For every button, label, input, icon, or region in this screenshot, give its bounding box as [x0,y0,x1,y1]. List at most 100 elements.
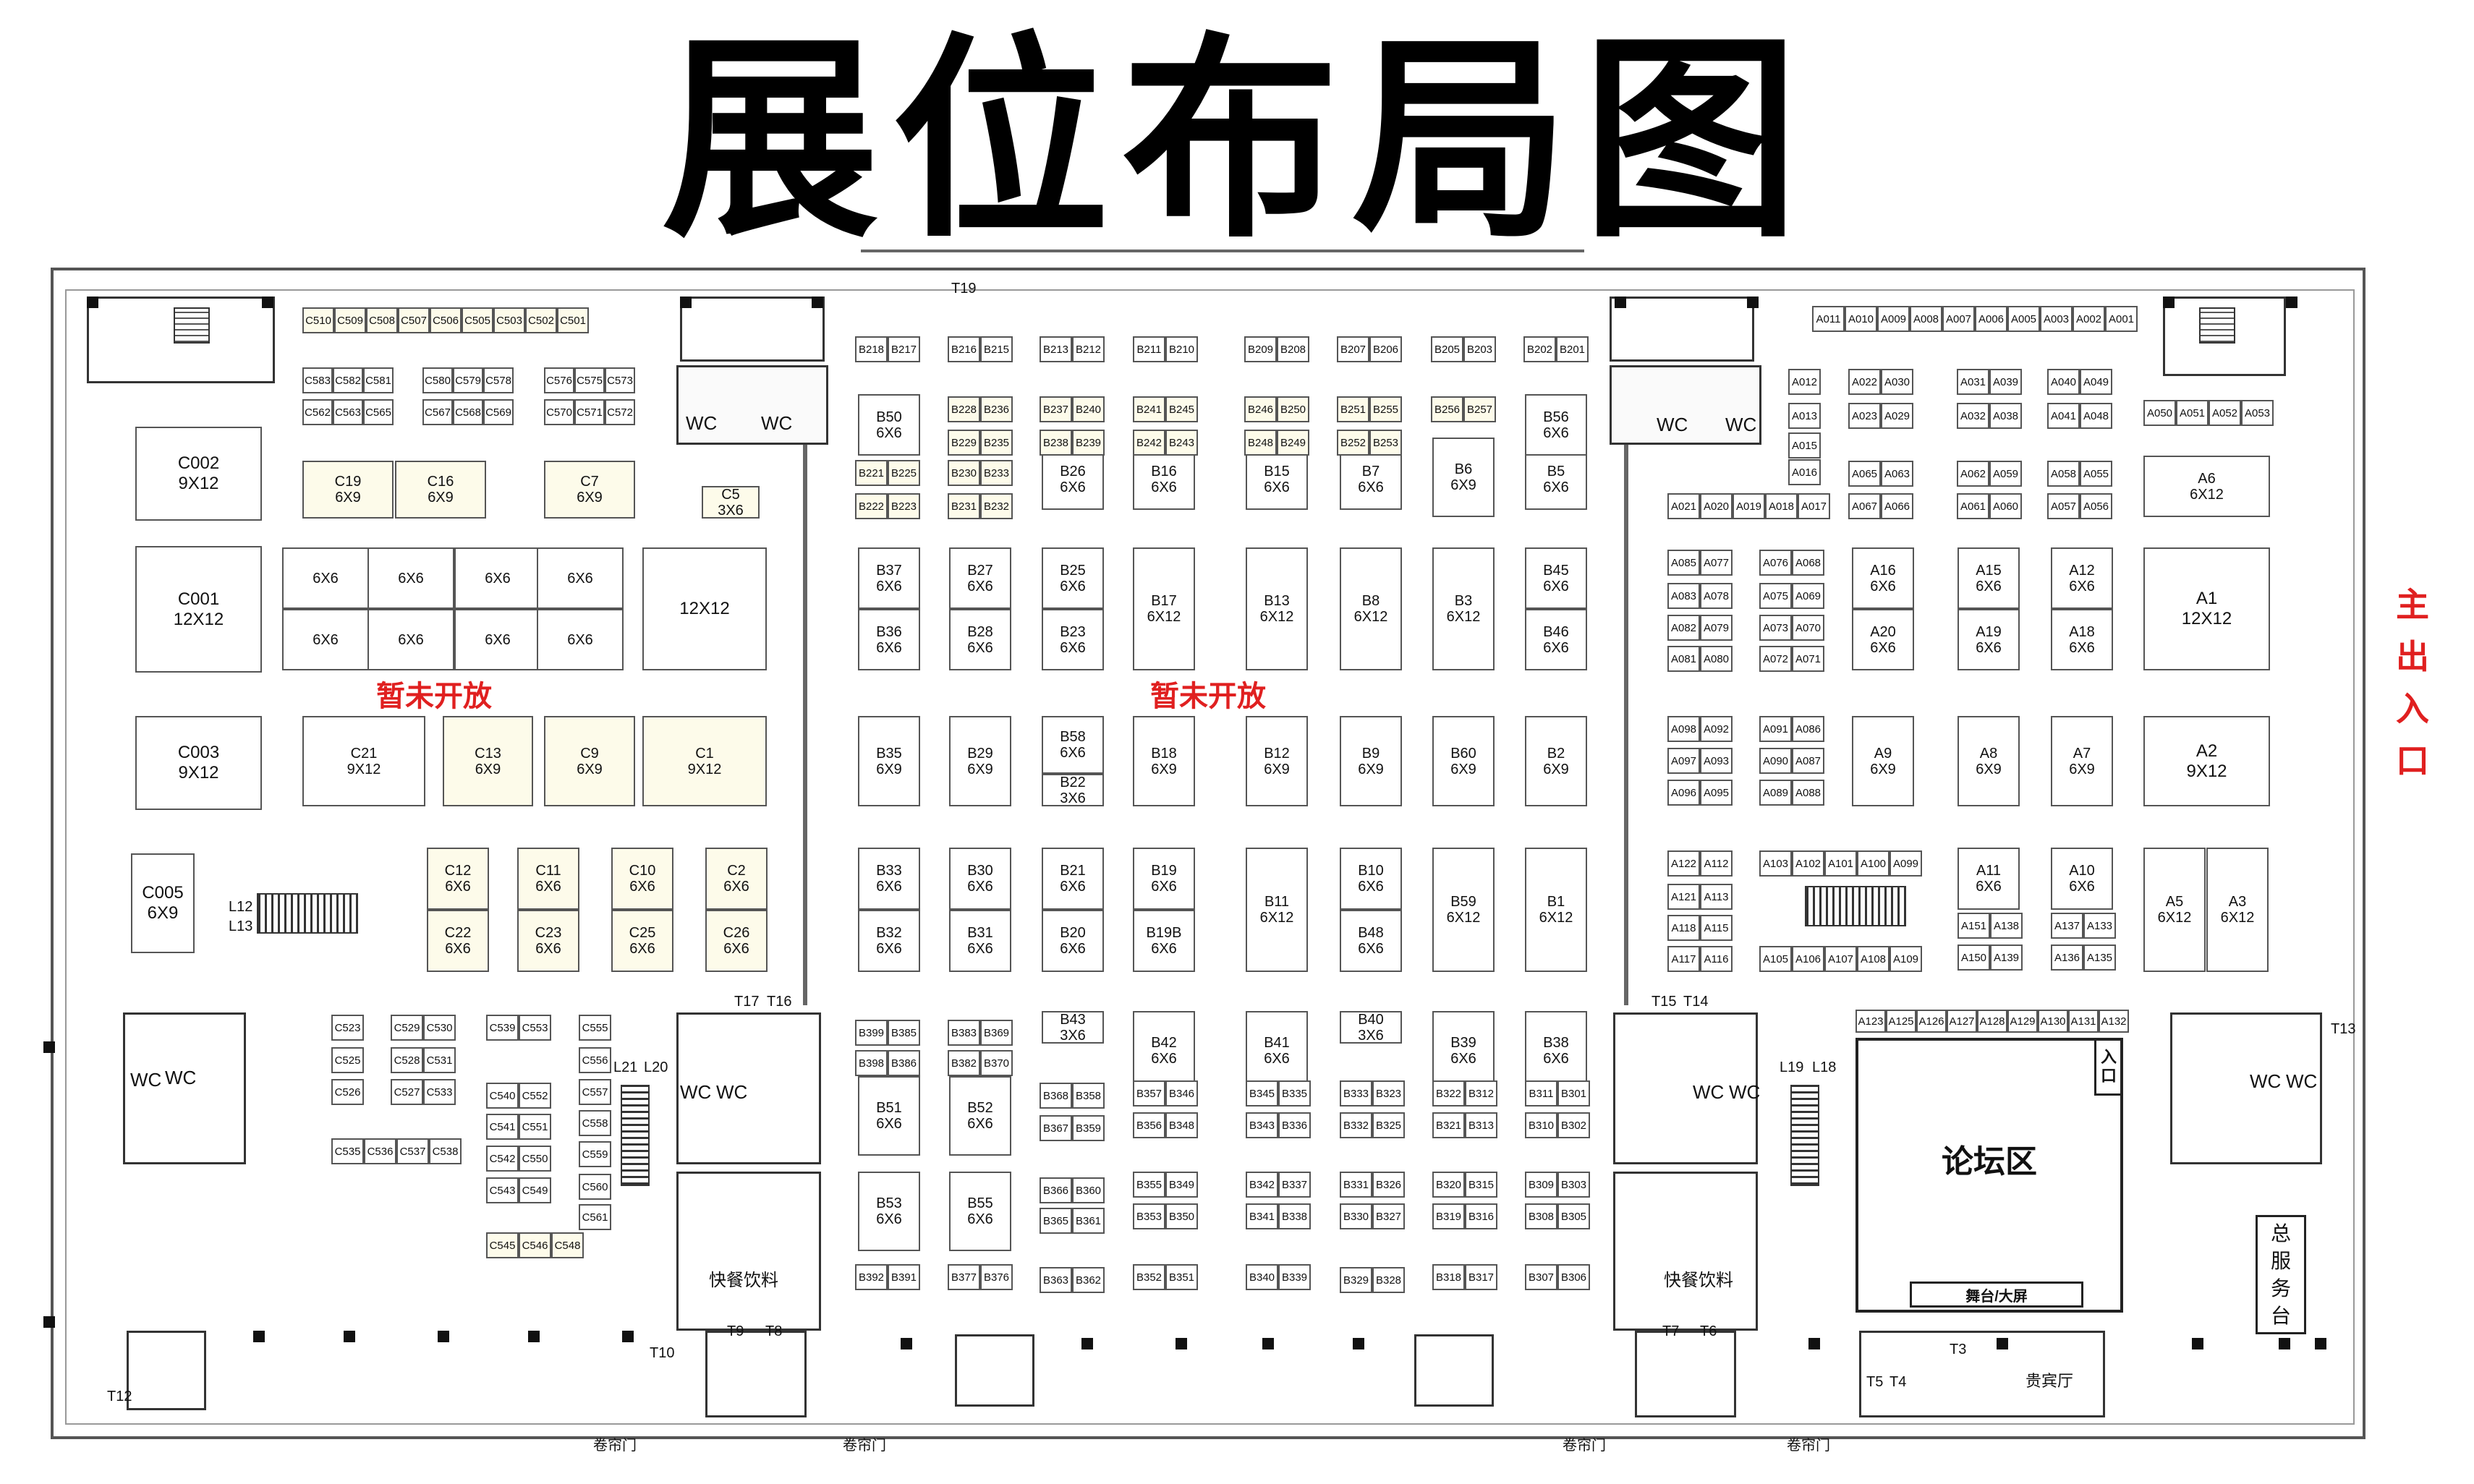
booth-b10[interactable]: B10 6X6 [1340,848,1402,910]
small-booth[interactable]: A059 [1989,461,2022,487]
booth-b51[interactable]: B51 6X6 [858,1076,920,1156]
booth-b29[interactable]: B29 6X9 [949,716,1011,806]
booth-c002[interactable]: C002 9X12 [135,427,262,521]
small-booth[interactable]: B249 [1277,430,1309,456]
small-booth[interactable]: C578 [483,367,514,393]
small-booth[interactable]: B206 [1369,336,1402,362]
booth-b1[interactable]: B1 6X12 [1525,848,1587,972]
small-booth[interactable]: B333 [1340,1080,1372,1106]
small-booth[interactable]: A089 [1759,780,1792,806]
small-booth[interactable]: B310 [1525,1112,1557,1138]
small-booth[interactable]: A103 [1759,850,1792,877]
small-booth[interactable]: C539 [486,1015,519,1041]
small-booth[interactable]: A118 [1667,915,1700,941]
small-booth[interactable]: C565 [363,399,394,425]
booth-b21[interactable]: B21 6X6 [1042,848,1104,910]
small-booth[interactable]: C502 [525,307,557,333]
small-booth[interactable]: B221 [855,460,888,486]
booth-a20[interactable]: A20 6X6 [1852,609,1914,670]
small-booth[interactable]: A115 [1700,915,1733,941]
small-booth[interactable]: C535 [331,1138,364,1164]
small-booth[interactable]: B236 [980,396,1013,422]
small-booth[interactable]: A072 [1759,646,1792,672]
small-booth[interactable]: A101 [1824,850,1857,877]
booth-b35[interactable]: B35 6X9 [858,716,920,806]
small-booth[interactable]: A135 [2083,944,2116,971]
booth-b18[interactable]: B18 6X9 [1133,716,1195,806]
small-booth[interactable]: C569 [483,399,514,425]
booth-b19b[interactable]: B19B 6X6 [1133,910,1195,972]
small-booth[interactable]: B326 [1372,1172,1405,1198]
booth-b16[interactable]: B16 6X6 [1133,448,1195,510]
small-booth[interactable]: C563 [333,399,363,425]
small-booth[interactable]: B338 [1278,1203,1311,1229]
small-booth[interactable]: A041 [2047,403,2080,429]
booth-a16[interactable]: A16 6X6 [1852,547,1914,609]
small-booth[interactable]: A075 [1759,583,1792,609]
small-booth[interactable]: B311 [1525,1080,1557,1106]
small-booth[interactable]: A139 [1990,944,2023,971]
booth-b48[interactable]: B48 6X6 [1340,910,1402,972]
small-booth[interactable]: C552 [519,1083,551,1109]
small-booth[interactable]: A109 [1889,946,1922,972]
small-booth[interactable]: C509 [334,307,366,333]
booth-b23[interactable]: B23 6X6 [1042,609,1104,670]
small-booth[interactable]: C506 [430,307,462,333]
small-booth[interactable]: A091 [1759,716,1792,742]
small-booth[interactable]: C559 [579,1141,611,1167]
small-booth[interactable]: B329 [1340,1267,1372,1293]
booth-a10[interactable]: A10 6X6 [2051,848,2113,910]
small-booth[interactable]: B205 [1431,336,1463,362]
booth-b43[interactable]: B43 3X6 [1042,1011,1104,1044]
small-booth[interactable]: B257 [1463,396,1496,422]
booth-c6b[interactable]: 6X6 [367,547,454,609]
small-booth[interactable]: B386 [888,1050,920,1076]
booth-b42[interactable]: B42 6X6 [1133,1011,1195,1091]
small-booth[interactable]: B306 [1557,1264,1590,1290]
small-booth[interactable]: A081 [1667,646,1700,672]
small-booth[interactable]: B368 [1040,1083,1072,1109]
small-booth[interactable]: B239 [1072,430,1105,456]
booth-a5[interactable]: A5 6X12 [2143,848,2206,972]
small-booth[interactable]: C553 [519,1015,551,1041]
booth-b50[interactable]: B50 6X6 [858,394,920,456]
small-booth[interactable]: B336 [1278,1112,1311,1138]
small-booth[interactable]: C581 [363,367,394,393]
small-booth[interactable]: A133 [2083,913,2116,939]
booth-a6[interactable]: A6 6X12 [2143,456,2270,517]
small-booth[interactable]: A150 [1957,944,1990,971]
booth-c6c[interactable]: 6X6 [454,547,541,609]
booth-b13[interactable]: B13 6X12 [1246,547,1308,670]
small-booth[interactable]: A129 [2007,1010,2038,1033]
small-booth[interactable]: A022 [1848,369,1881,395]
booth-b6[interactable]: B6 6X9 [1432,438,1495,517]
small-booth[interactable]: A125 [1886,1010,1916,1033]
small-booth[interactable]: B321 [1432,1112,1465,1138]
small-booth[interactable]: A071 [1792,646,1824,672]
booth-c16[interactable]: C16 6X9 [395,461,486,519]
small-booth[interactable]: B325 [1372,1112,1405,1138]
booth-b40[interactable]: B40 3X6 [1340,1011,1402,1044]
small-booth[interactable]: B377 [948,1264,980,1290]
small-booth[interactable]: A010 [1845,306,1877,332]
small-booth[interactable]: A031 [1957,369,1989,395]
booth-c1[interactable]: C1 9X12 [642,716,767,806]
small-booth[interactable]: A088 [1792,780,1824,806]
small-booth[interactable]: A108 [1857,946,1889,972]
small-booth[interactable]: B302 [1557,1112,1590,1138]
booth-c005[interactable]: C005 6X9 [131,853,195,953]
booth-b52[interactable]: B52 6X6 [949,1076,1011,1156]
booth-c9[interactable]: C9 6X9 [544,716,635,806]
booth-c7[interactable]: C7 6X9 [544,461,635,519]
small-booth[interactable]: C503 [493,307,525,333]
small-booth[interactable]: B342 [1246,1172,1278,1198]
small-booth[interactable]: C579 [453,367,483,393]
small-booth[interactable]: B353 [1133,1203,1165,1229]
small-booth[interactable]: B352 [1133,1264,1165,1290]
small-booth[interactable]: B357 [1133,1080,1165,1106]
small-booth[interactable]: C572 [605,399,635,425]
small-booth[interactable]: B229 [948,430,980,456]
booth-a19[interactable]: A19 6X6 [1957,609,2020,670]
booth-b53[interactable]: B53 6X6 [858,1172,920,1251]
small-booth[interactable]: C510 [302,307,334,333]
